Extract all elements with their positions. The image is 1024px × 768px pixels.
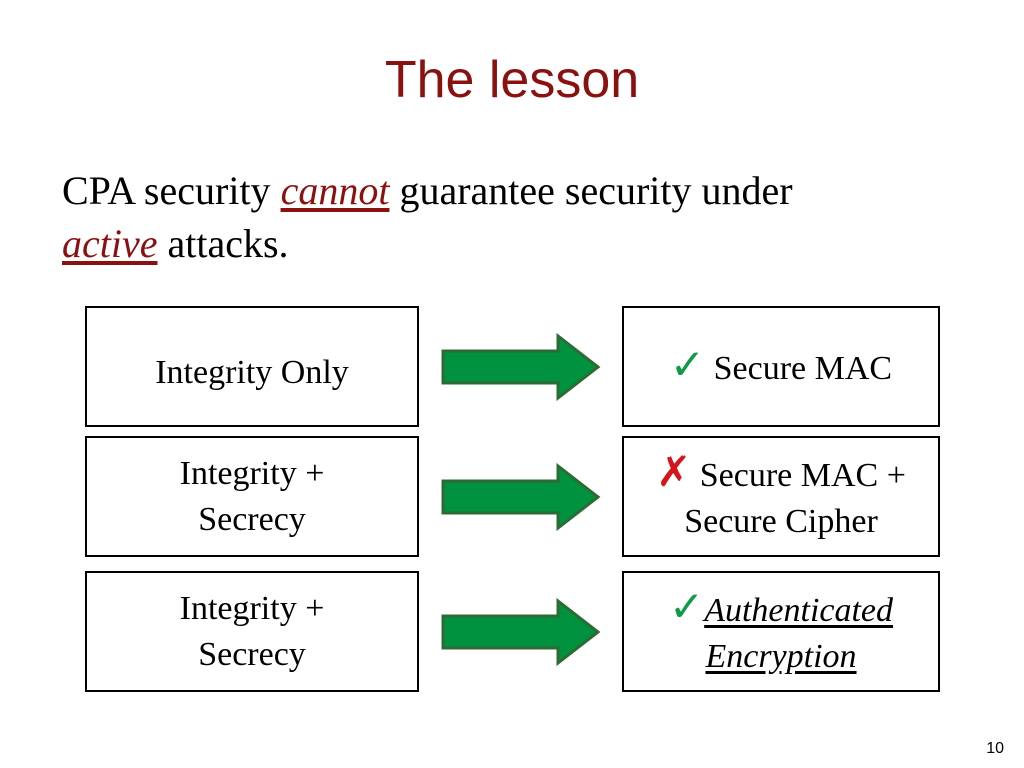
arrow-right-icon [441,463,601,531]
statement-part-1: CPA security [62,168,281,213]
solution-box-authenticated-encryption: ✓Authenticated Encryption [622,571,940,692]
solution-label: Secure MAC [713,349,893,387]
goal-label-line-1: Integrity + [179,589,325,627]
emphasis-cannot: cannot [280,168,390,213]
checkmark-icon: ✓ [669,339,706,389]
solution-box-mac-plus-cipher: ✗ Secure MAC + Secure Cipher [622,436,940,557]
goal-label: Integrity Only [155,354,349,391]
arrow-right-icon [441,598,601,666]
lesson-statement: CPA security cannot guarantee security u… [62,164,982,270]
statement-part-2: guarantee security under [389,168,793,213]
checkmark-icon: ✓ [668,581,705,631]
cross-mark-icon: ✗ [656,446,692,496]
page-number: 10 [986,740,1004,757]
goal-label-line-2: Secrecy [198,500,306,538]
solution-label-line-1: Authenticated [704,591,894,629]
goal-label-line-2: Secrecy [198,635,306,673]
solution-label-line-1: Secure MAC + [699,456,906,494]
solution-line-1: ✗ Secure MAC + [656,446,906,499]
solution-label-line-2: Secure Cipher [684,502,878,540]
goal-box-integrity-secrecy: Integrity + Secrecy [85,571,419,692]
goal-box-integrity-secrecy: Integrity + Secrecy [85,436,419,557]
goal-label-line-1: Integrity + [179,454,325,492]
solution-line: ✓ Secure MAC [669,339,893,392]
solution-label-line-2: Encryption [705,637,857,675]
solution-line-1: ✓Authenticated [668,581,894,634]
slide-title: The lesson [384,51,640,109]
statement-part-3: attacks. [157,221,289,266]
solution-box-secure-mac: ✓ Secure MAC [622,306,940,427]
emphasis-active: active [62,221,158,266]
arrow-right-icon [441,333,601,401]
goal-box-integrity-only: Integrity Only [85,306,419,427]
